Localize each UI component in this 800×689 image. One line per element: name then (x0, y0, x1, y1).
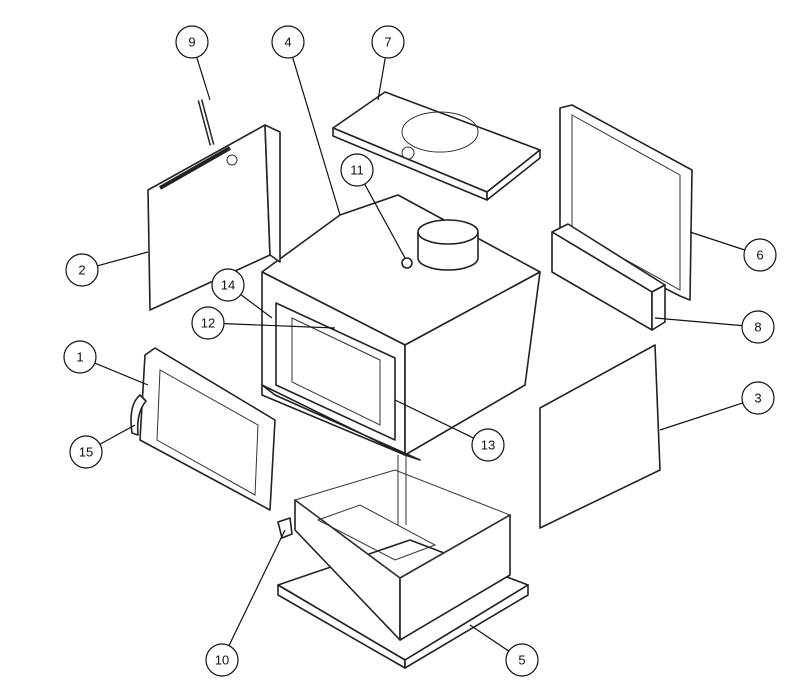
callout-12: 12 (191, 306, 336, 340)
callout-number: 7 (384, 35, 391, 50)
part-stove-body (261, 194, 541, 525)
callout-number: 12 (201, 316, 215, 331)
leader-line (469, 624, 510, 652)
callout-number: 15 (79, 445, 93, 460)
callout-number: 5 (518, 653, 525, 668)
callout-number: 8 (754, 320, 761, 335)
part-handle (197, 99, 215, 146)
callout-circle (741, 381, 775, 415)
leader-line (196, 57, 211, 101)
part-right-panel (539, 344, 661, 529)
callout-circle (743, 238, 777, 272)
part-blower-box (551, 223, 666, 331)
callout-number: 14 (221, 278, 235, 293)
callout-number: 10 (215, 653, 229, 668)
leader-line (689, 231, 745, 251)
leader-line (223, 323, 336, 329)
part-bracket (277, 517, 293, 539)
leader-line (94, 362, 149, 386)
callout-4: 4 (271, 25, 341, 216)
part-left-panel (147, 124, 281, 311)
callout-number: 3 (754, 391, 761, 406)
callout-circle (63, 340, 97, 374)
callout-layer: 9 4 7 11 2 14 12 1 15 13 6 8 3 10 5 (63, 25, 777, 677)
callout-circle (211, 268, 245, 302)
leader-line (394, 399, 474, 439)
callout-7: 7 (371, 25, 405, 101)
part-top-plate (332, 91, 541, 201)
callout-13: 13 (394, 399, 505, 462)
callout-number: 9 (188, 35, 195, 50)
callout-number: 4 (284, 35, 291, 50)
leader-line (99, 424, 136, 445)
callout-number: 6 (756, 248, 763, 263)
callout-2: 2 (65, 251, 149, 287)
callout-circle (191, 306, 225, 340)
leader-line (364, 183, 406, 259)
callout-circle (471, 428, 505, 462)
leader-line (659, 402, 743, 431)
callout-number: 13 (481, 438, 495, 453)
part-door (130, 347, 276, 511)
leader-line (240, 294, 273, 319)
leader-line (377, 57, 386, 101)
callout-6: 6 (689, 231, 777, 272)
part-flue-collar (401, 219, 479, 271)
callout-circle (340, 153, 374, 187)
callout-15: 15 (69, 424, 136, 469)
callout-10: 10 (205, 529, 286, 677)
callout-circle (271, 25, 305, 59)
callout-number: 2 (78, 263, 85, 278)
callout-circle (371, 25, 405, 59)
callout-number: 1 (76, 350, 83, 365)
leader-line (654, 317, 743, 327)
callout-8: 8 (654, 310, 775, 344)
part-base (277, 469, 529, 669)
callout-circle (505, 643, 539, 677)
callout-circle (205, 643, 239, 677)
callout-14: 14 (211, 268, 273, 319)
leader-line (97, 251, 149, 267)
callout-number: 11 (350, 163, 364, 178)
callout-circle (69, 435, 103, 469)
callout-5: 5 (469, 624, 539, 677)
callout-1: 1 (63, 340, 149, 386)
callout-3: 3 (659, 381, 775, 431)
leader-line (228, 529, 286, 646)
callout-circle (175, 25, 209, 59)
callout-circle (741, 310, 775, 344)
callout-11: 11 (340, 153, 406, 259)
callout-9: 9 (175, 25, 211, 101)
leader-line (292, 57, 341, 216)
callout-circle (65, 253, 99, 287)
